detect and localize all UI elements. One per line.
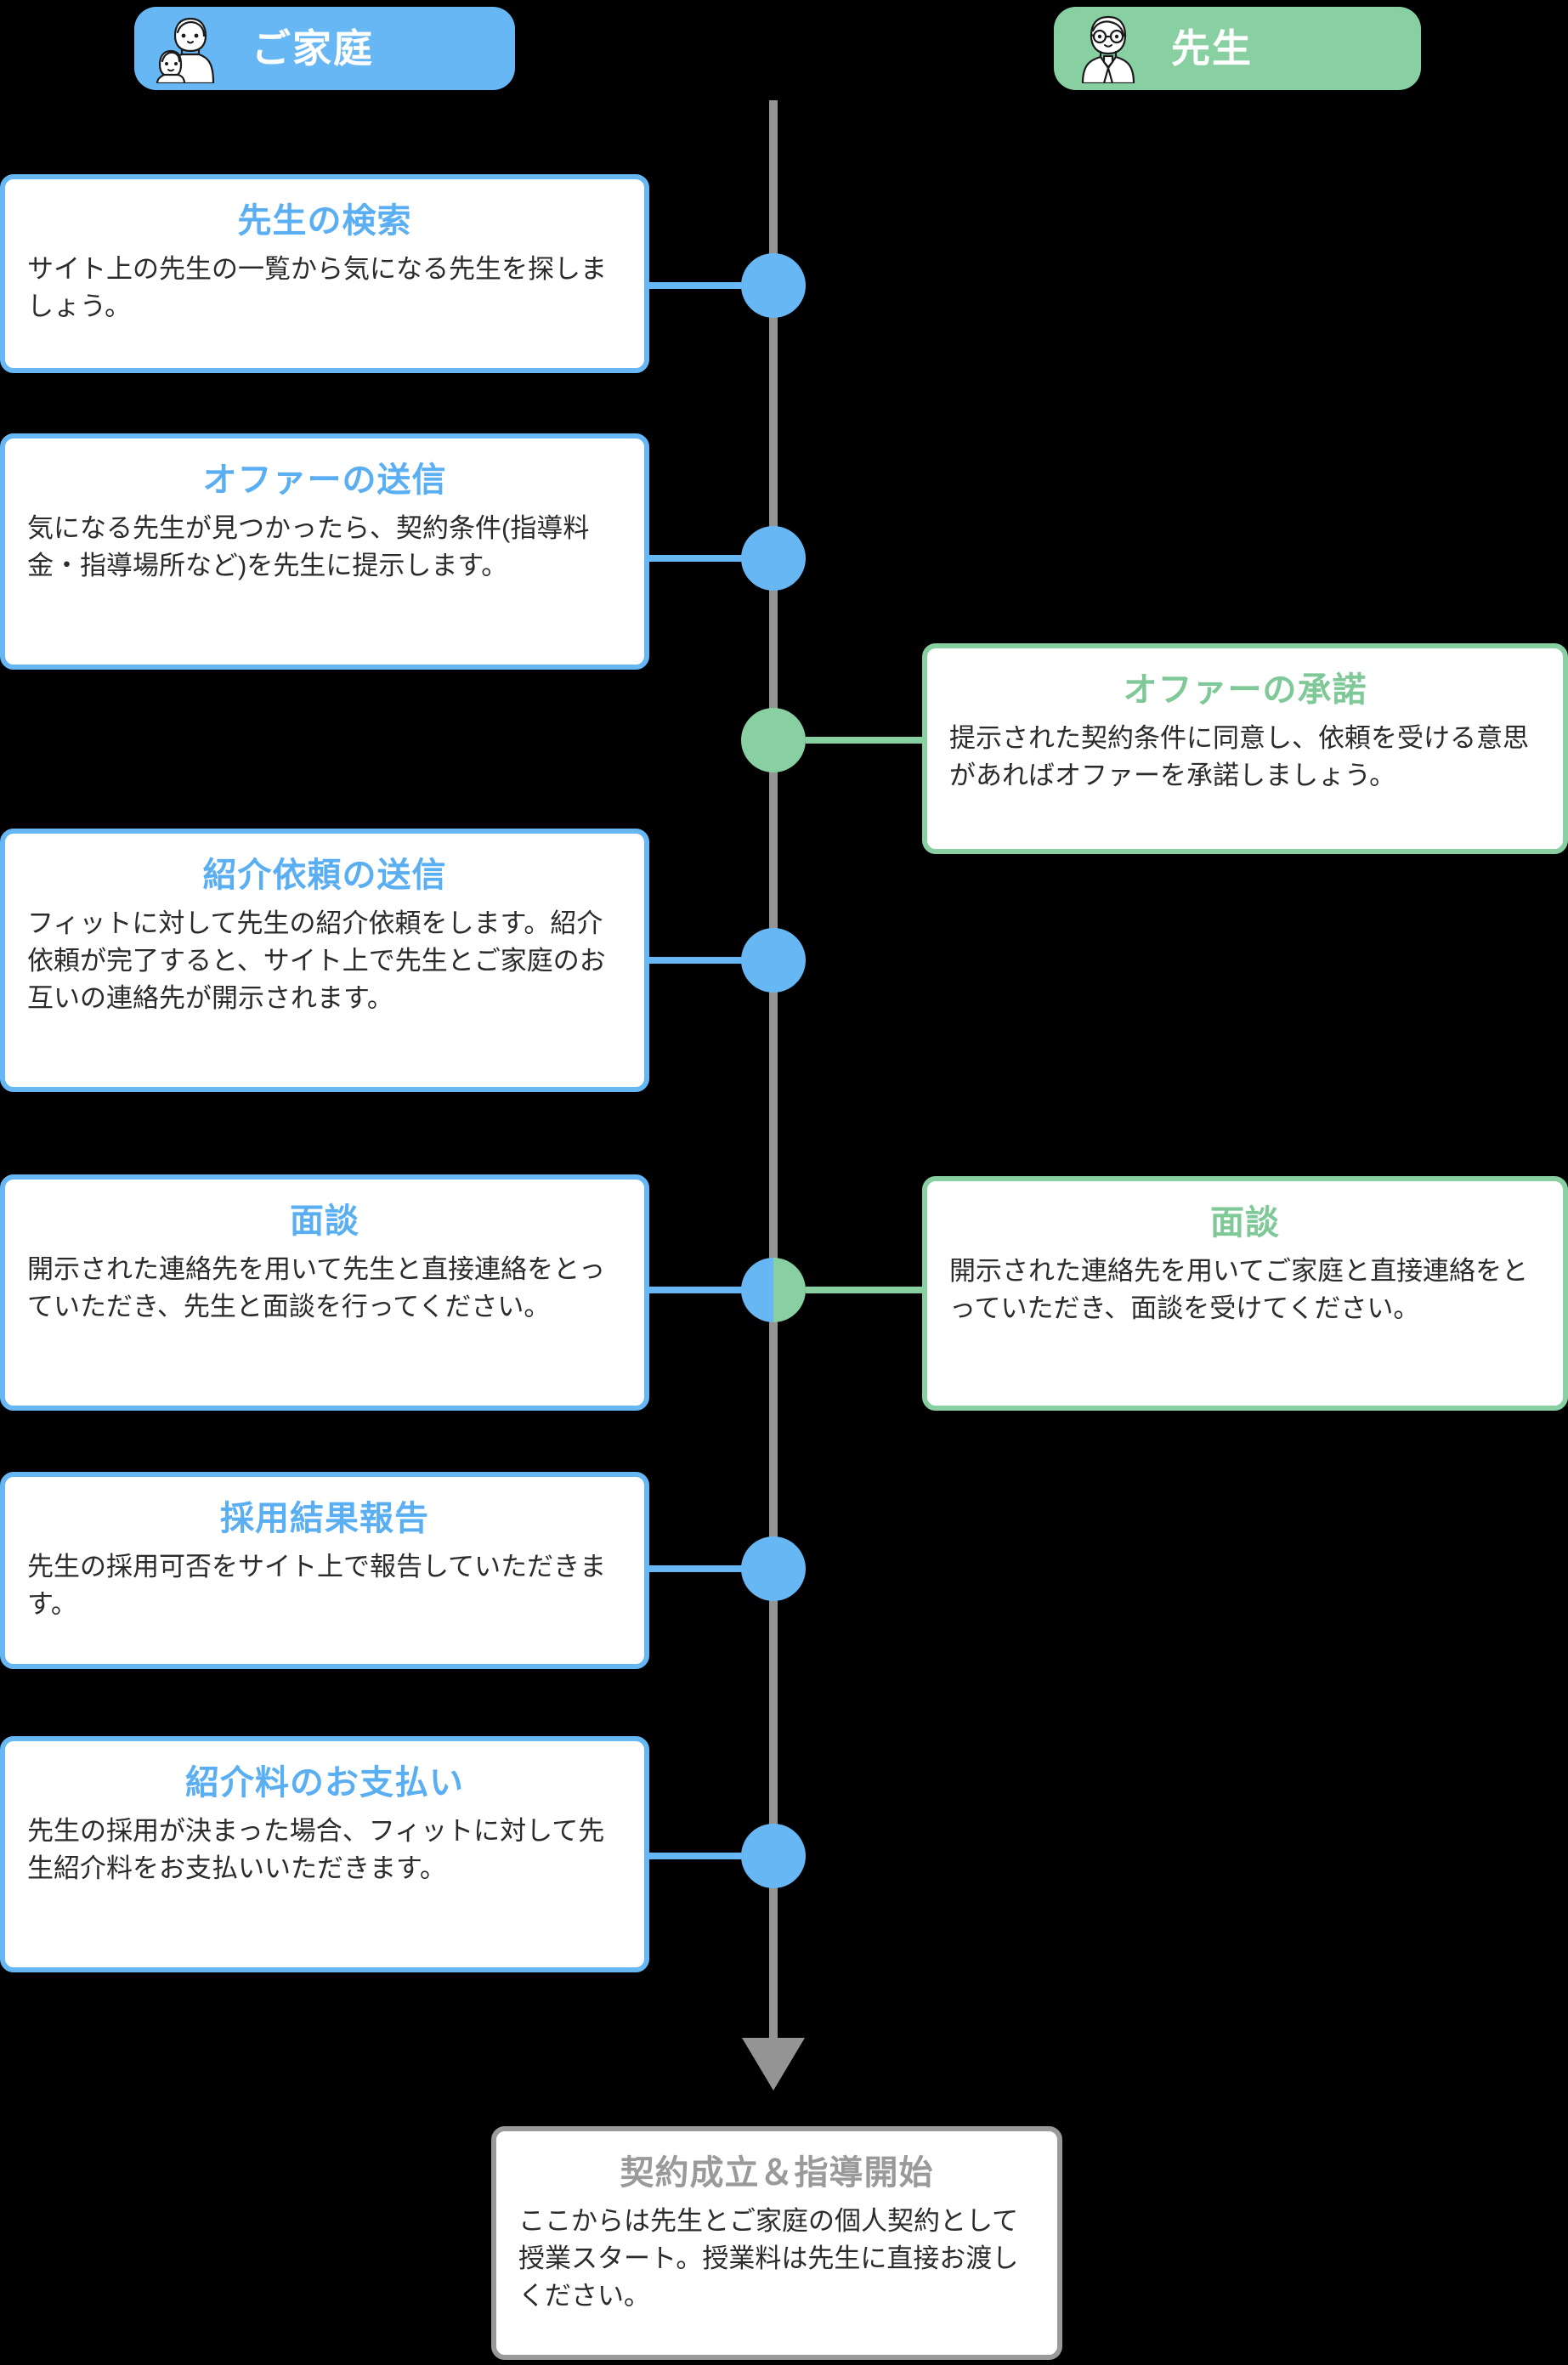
header-badge-family-label: ご家庭 [252,26,374,71]
family-step-body-3: フィットに対して先生の紹介依頼をします。紹介依頼が完了すると、サイト上で先生とご… [27,908,606,1014]
timeline-dot-1 [741,253,806,318]
final-step-card[interactable]: 契約成立＆指導開始 ここからは先生とご家庭の個人契約として授業スタート。授業料は… [491,2126,1062,2360]
family-step-title-1: 先生の検索 [237,202,412,240]
timeline-dot-2 [741,526,806,591]
family-step-card-5[interactable]: 採用結果報告 先生の採用可否をサイト上で報告していただきます。 [0,1472,649,1669]
header-badge-teacher: 先生 [1054,7,1421,90]
family-step-card-1[interactable]: 先生の検索 サイト上の先生の一覧から気になる先生を探しましょう。 [0,174,649,373]
connector-teacher-step-1 [806,737,931,744]
family-step-title-6: 紹介料のお支払い [185,1764,464,1802]
timeline-dot-7 [741,1824,806,1888]
teacher-step-card-2[interactable]: 面談 開示された連絡先を用いてご家庭と直接連絡をとっていただき、面談を受けてくだ… [922,1176,1568,1411]
timeline-dot-6 [741,1536,806,1601]
connector-step-6 [644,1853,773,1859]
family-step-card-3[interactable]: 紹介依頼の送信 フィットに対して先生の紹介依頼をします。紹介依頼が完了すると、サ… [0,829,649,1092]
final-step-body: ここからは先生とご家庭の個人契約として授業スタート。授業料は先生に直接お渡しくだ… [518,2206,1019,2311]
family-step-body-1: サイト上の先生の一覧から気になる先生を探しましょう。 [27,254,607,322]
parent-and-child-icon [156,17,215,83]
family-step-card-2[interactable]: オファーの送信 気になる先生が見つかったら、契約条件(指導料金・指導場所など)を… [0,433,649,670]
connector-step-2 [644,555,773,562]
family-step-card-6[interactable]: 紹介料のお支払い 先生の採用が決まった場合、フィットに対して先生紹介料をお支払い… [0,1736,649,1972]
timeline-spine [769,100,778,2046]
family-step-body-4: 開示された連絡先を用いて先生と直接連絡をとっていただき、先生と面談を行ってくださ… [27,1254,606,1322]
teacher-with-glasses-icon [1081,15,1135,83]
family-step-title-4: 面談 [290,1202,359,1240]
header-badge-teacher-label: 先生 [1171,26,1253,71]
timeline-dot-4 [741,928,806,993]
family-step-card-4[interactable]: 面談 開示された連絡先を用いて先生と直接連絡をとっていただき、先生と面談を行って… [0,1174,649,1411]
teacher-step-card-1[interactable]: オファーの承諾 提示された契約条件に同意し、依頼を受ける意思があればオファーを承… [922,643,1568,854]
teacher-step-body-1: 提示された契約条件に同意し、依頼を受ける意思があればオファーを承諾しましょう。 [949,723,1529,791]
final-step-title: 契約成立＆指導開始 [620,2154,934,2192]
timeline-dot-5 [741,1258,806,1322]
family-step-body-6: 先生の採用が決まった場合、フィットに対して先生紹介料をお支払いいただきます。 [27,1816,605,1884]
family-step-title-2: オファーの送信 [202,461,447,499]
family-step-body-5: 先生の採用可否をサイト上で報告していただきます。 [27,1552,607,1620]
connector-step-3 [644,957,773,964]
connector-step-1 [644,282,773,289]
connector-step-5 [644,1565,773,1572]
connector-step-4 [644,1287,773,1293]
family-step-body-2: 気になる先生が見つかったら、契約条件(指導料金・指導場所など)を先生に提示します… [27,513,590,581]
family-step-title-3: 紹介依頼の送信 [202,857,447,894]
teacher-step-body-2: 開示された連絡先を用いてご家庭と直接連絡をとっていただき、面談を受けてください。 [949,1256,1529,1324]
timeline-dot-3 [741,708,806,772]
header-badge-family: ご家庭 [134,7,515,90]
teacher-step-title-1: オファーの承諾 [1123,671,1367,709]
teacher-step-title-2: 面談 [1210,1204,1280,1242]
connector-teacher-step-2 [806,1287,931,1293]
family-step-title-5: 採用結果報告 [220,1500,429,1537]
down-arrow-icon [742,2038,805,2091]
